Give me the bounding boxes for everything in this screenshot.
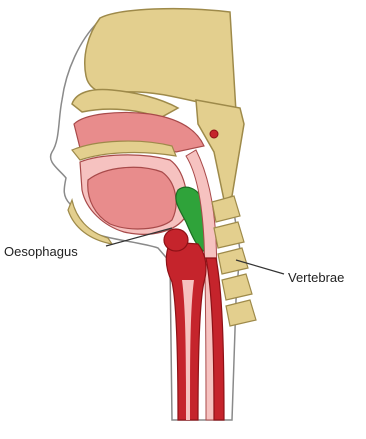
- epiglottis: [164, 229, 188, 251]
- oesophagus-label: Oesophagus: [4, 244, 78, 259]
- ear-canal-marker: [210, 130, 218, 138]
- vertebrae-label: Vertebrae: [288, 270, 344, 285]
